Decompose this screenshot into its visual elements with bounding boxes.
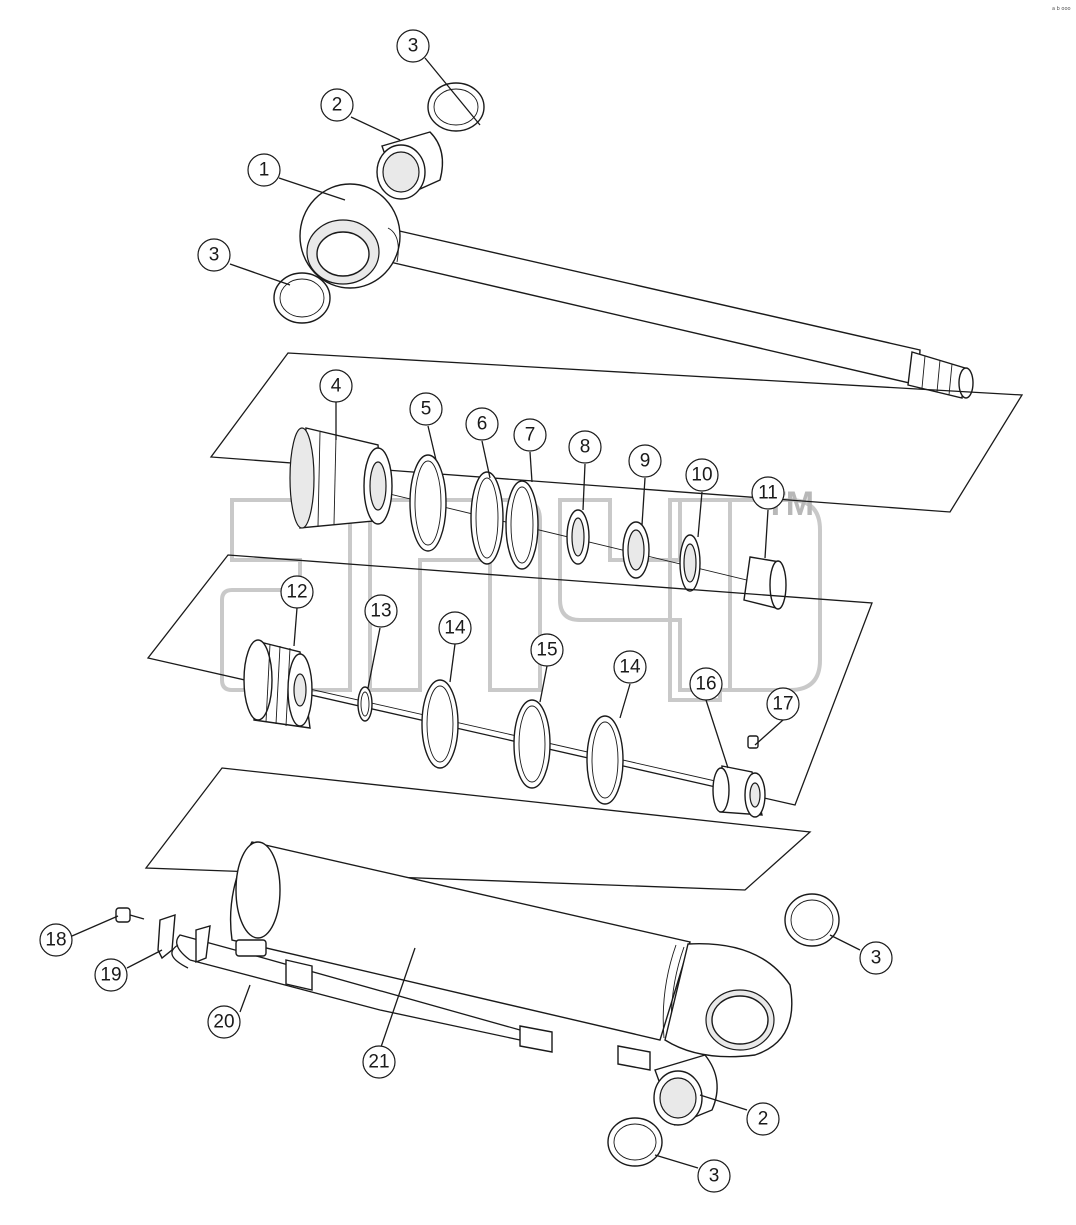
seal-ring-bottom-lower (607, 1117, 663, 1167)
seal-ring-top-lower (273, 272, 331, 324)
callout-1: 1 (247, 153, 281, 187)
callout-3-top: 3 (396, 29, 430, 63)
seal-ring-top-upper (427, 82, 485, 132)
ring-10 (679, 534, 701, 592)
callout-18: 18 (39, 923, 73, 957)
gland-head (289, 427, 393, 529)
svg-text:17: 17 (772, 694, 793, 715)
callout-9: 9 (628, 444, 662, 478)
callout-20: 20 (207, 1005, 241, 1039)
callout-6: 6 (465, 407, 499, 441)
callout-16: 16 (689, 667, 723, 701)
lock-nut-16 (712, 765, 766, 818)
callout-3-right: 3 (859, 941, 893, 975)
callout-10: 10 (685, 458, 719, 492)
svg-text:15: 15 (536, 640, 557, 661)
callout-2-top: 2 (320, 88, 354, 122)
svg-text:11: 11 (758, 483, 778, 504)
callout-12: 12 (280, 575, 314, 609)
piston-assembly-plane (146, 554, 873, 806)
cylinder-barrel (229, 841, 793, 1058)
bushing-top (376, 131, 444, 200)
callout-13: 13 (364, 594, 398, 628)
callout-5: 5 (409, 392, 443, 426)
svg-text:20: 20 (213, 1012, 234, 1033)
svg-text:3: 3 (209, 245, 220, 266)
seal-9 (622, 521, 650, 579)
o-ring-13 (357, 686, 373, 722)
wear-ring-14-right (586, 715, 624, 805)
callout-8: 8 (568, 430, 602, 464)
svg-text:16: 16 (695, 674, 716, 695)
leader-lines (71, 57, 861, 1169)
callout-19: 19 (94, 958, 128, 992)
set-screw-17 (747, 735, 759, 749)
wiper-8 (566, 509, 590, 565)
svg-text:3: 3 (871, 948, 882, 969)
bolt-18 (115, 907, 145, 923)
clamp-19 (157, 913, 211, 964)
callout-21: 21 (362, 1045, 396, 1079)
wear-ring-14-left (421, 679, 459, 769)
svg-text:2: 2 (332, 95, 343, 116)
callout-14-right: 14 (613, 650, 647, 684)
callout-15: 15 (530, 633, 564, 667)
piston-seal-15 (513, 699, 551, 789)
svg-text:21: 21 (368, 1052, 389, 1073)
callout-7: 7 (513, 418, 547, 452)
callout-4: 4 (319, 369, 353, 403)
callout-2-bottom: 2 (746, 1102, 780, 1136)
gland-assembly-plane (209, 352, 1024, 513)
svg-text:1: 1 (259, 160, 270, 181)
callout-3-bottom: 3 (697, 1159, 731, 1193)
svg-text:8: 8 (580, 437, 591, 458)
callout-3-left: 3 (197, 238, 231, 272)
piston (243, 639, 313, 729)
svg-text:13: 13 (370, 601, 391, 622)
corner-mark: a b ooo (1052, 6, 1071, 12)
svg-text:6: 6 (477, 414, 488, 435)
svg-text:19: 19 (100, 965, 121, 986)
svg-text:9: 9 (640, 451, 651, 472)
svg-text:14: 14 (619, 657, 641, 678)
callout-17: 17 (766, 687, 800, 721)
barrel-assembly-plane (144, 767, 812, 891)
seal-ring-bottom-upper (784, 893, 840, 947)
svg-text:3: 3 (408, 36, 419, 57)
seal-6 (470, 471, 504, 565)
bushing-11 (743, 556, 787, 610)
piston-rod (299, 183, 974, 399)
svg-text:7: 7 (525, 425, 536, 446)
o-ring-5 (409, 454, 447, 552)
svg-text:10: 10 (691, 465, 712, 486)
seal-7 (505, 480, 539, 570)
svg-text:12: 12 (286, 582, 307, 603)
svg-text:14: 14 (444, 618, 466, 639)
hydraulic-tube (171, 934, 651, 1071)
svg-text:5: 5 (421, 399, 432, 420)
callout-14-left: 14 (438, 611, 472, 645)
callout-11: 11 (751, 476, 785, 510)
svg-text:3: 3 (709, 1166, 720, 1187)
svg-text:2: 2 (758, 1109, 769, 1130)
svg-text:18: 18 (45, 930, 66, 951)
svg-text:4: 4 (331, 376, 342, 397)
bushing-bottom (653, 1054, 718, 1126)
